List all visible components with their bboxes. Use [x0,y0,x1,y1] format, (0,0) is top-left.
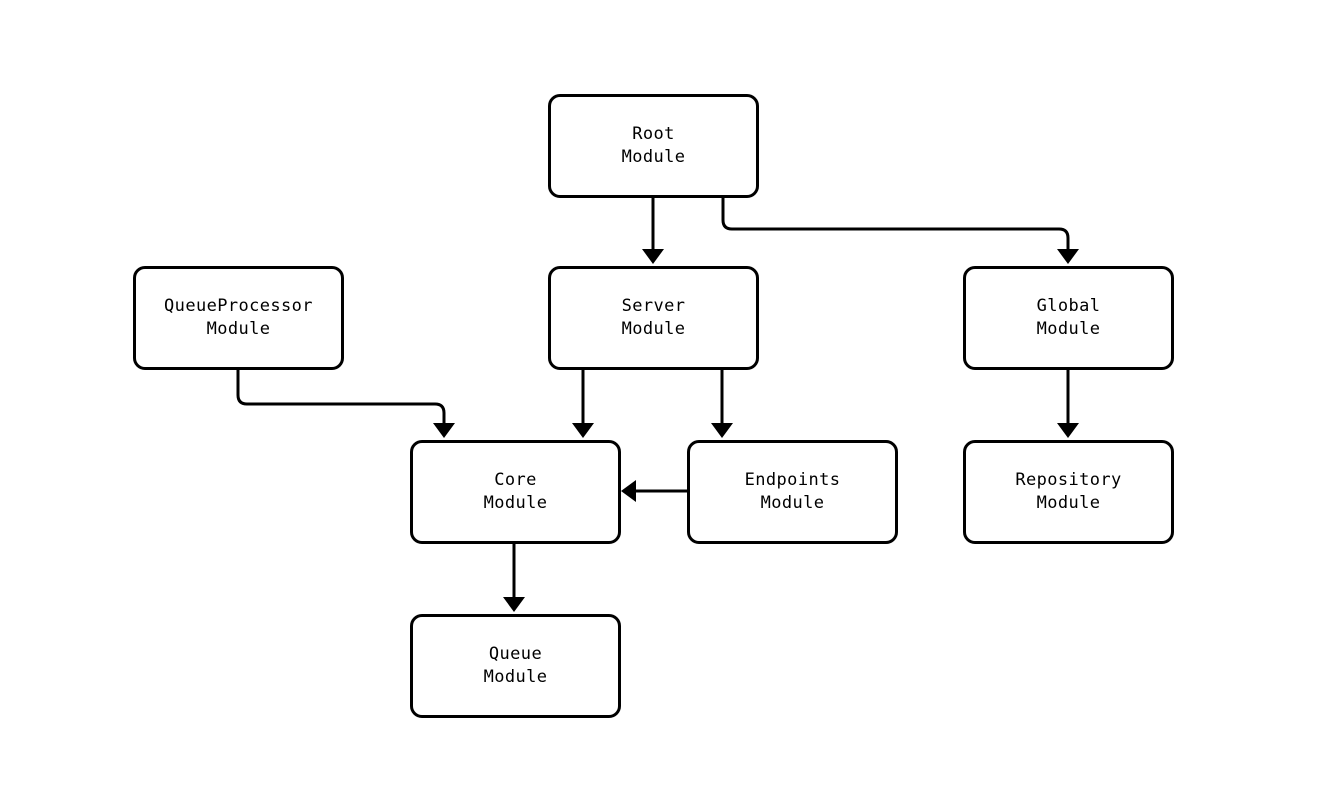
node-label-secondary: Module [760,493,825,513]
node-label-primary: Repository [1015,470,1122,490]
node-label-secondary: Module [206,319,271,339]
node-label-primary: Root [632,124,675,144]
node-label-primary: Server [621,296,686,316]
arrowhead-endpoints-to-core [621,480,636,502]
edge-queueprocessor-to-core [236,370,446,426]
arrowhead-server-to-core [572,423,594,438]
node-label-secondary: Module [1036,319,1101,339]
node-label-primary: QueueProcessor [164,296,313,316]
arrowhead-server-to-endpoints [711,423,733,438]
node-label-secondary: Module [483,493,548,513]
edge-root-to-global [721,198,1070,252]
node-label-secondary: Module [621,147,686,167]
arrowhead-queueprocessor-to-core [433,423,455,438]
arrowhead-global-to-repository [1057,423,1079,438]
node-label-secondary: Module [1036,493,1101,513]
node-label-primary: Endpoints [744,470,841,490]
arrowhead-root-to-server [642,249,664,264]
node-label-secondary: Module [483,667,548,687]
arrowhead-root-to-global [1057,249,1079,264]
arrowhead-core-to-queue [503,597,525,612]
node-label-primary: Queue [488,644,543,664]
node-label-secondary: Module [621,319,686,339]
node-label-primary: Core [494,470,537,490]
node-label-primary: Global [1036,296,1101,316]
